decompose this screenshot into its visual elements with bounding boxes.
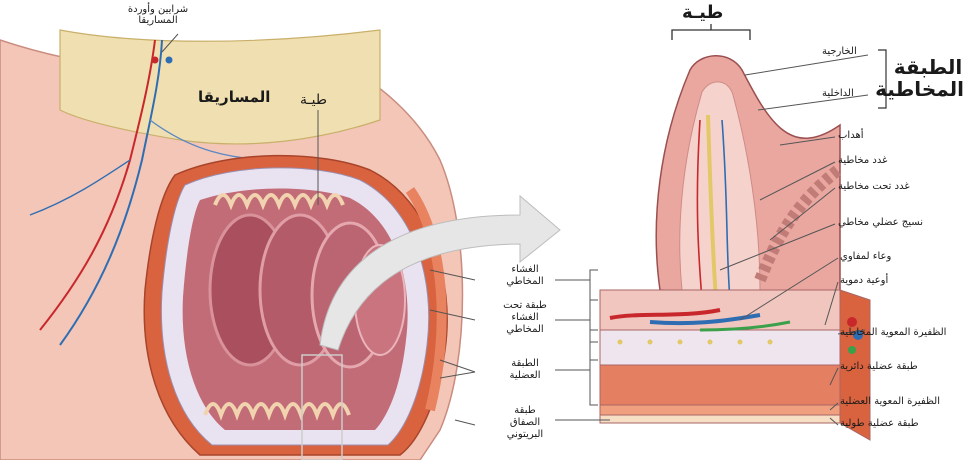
muscularis-mucosae-label: نسيج عضلي مخاطي — [838, 217, 923, 228]
muscularis-label: الطبقة العضلية — [490, 358, 560, 382]
lacteal-label: وعاء لمفاوي — [840, 251, 891, 262]
fold-bracket — [672, 24, 750, 40]
blood-vessels-label: أوعية دموية — [840, 275, 888, 286]
mesentery-label: المساريقا — [198, 88, 270, 106]
submucosal-glands-label: غدد تحت مخاطية — [838, 181, 910, 192]
vessel-cross-section — [152, 57, 159, 64]
submucosa-layer — [600, 330, 840, 365]
mucous-glands-label: غدد مخاطية — [838, 155, 887, 166]
serosa-label: طبقة الصفاق البريتوني — [490, 405, 560, 441]
mesenteric-vessels-label: شرايين وأوردة المساريقا — [118, 4, 198, 26]
submucosal-plexus-label: الظفيرة المعوية المخاطية — [840, 327, 946, 338]
plexus-dot — [768, 340, 773, 345]
plexus-dot — [618, 340, 623, 345]
circular-layer-label: طبقة عضلية دائرية — [840, 361, 918, 372]
plexus-dot — [648, 340, 653, 345]
serosa-layer — [600, 415, 840, 423]
plexus-dot — [678, 340, 683, 345]
longitudinal-layer-label: طبقة عضلية طولية — [840, 418, 919, 429]
longitudinal-muscle-layer — [600, 405, 840, 415]
plexus-dot — [738, 340, 743, 345]
mucosa-label: الغشاء المخاطي — [490, 264, 560, 288]
side-vessel — [848, 346, 856, 354]
outer-label: الخارجية — [822, 46, 857, 57]
left-fold-label: طيـة — [300, 92, 327, 108]
plexus-dot — [708, 340, 713, 345]
leader-line — [745, 55, 868, 75]
myenteric-plexus-label: الظفيرة المعوية العضلية — [840, 396, 940, 407]
right-fold-title: طيـة — [682, 2, 723, 23]
side-vessel — [847, 317, 857, 327]
circular-muscle-layer — [600, 365, 840, 405]
bracket-muscularis — [590, 342, 598, 405]
mucosa-title: الطبقة المخاطية — [892, 56, 964, 100]
leader-line — [455, 420, 475, 425]
submucosa-label: طبقة تحت الغشاء المخاطي — [490, 300, 560, 336]
inner-label: الداخلية — [822, 88, 854, 99]
vessel-cross-section — [166, 57, 173, 64]
villi-label: أهداب — [838, 130, 864, 141]
